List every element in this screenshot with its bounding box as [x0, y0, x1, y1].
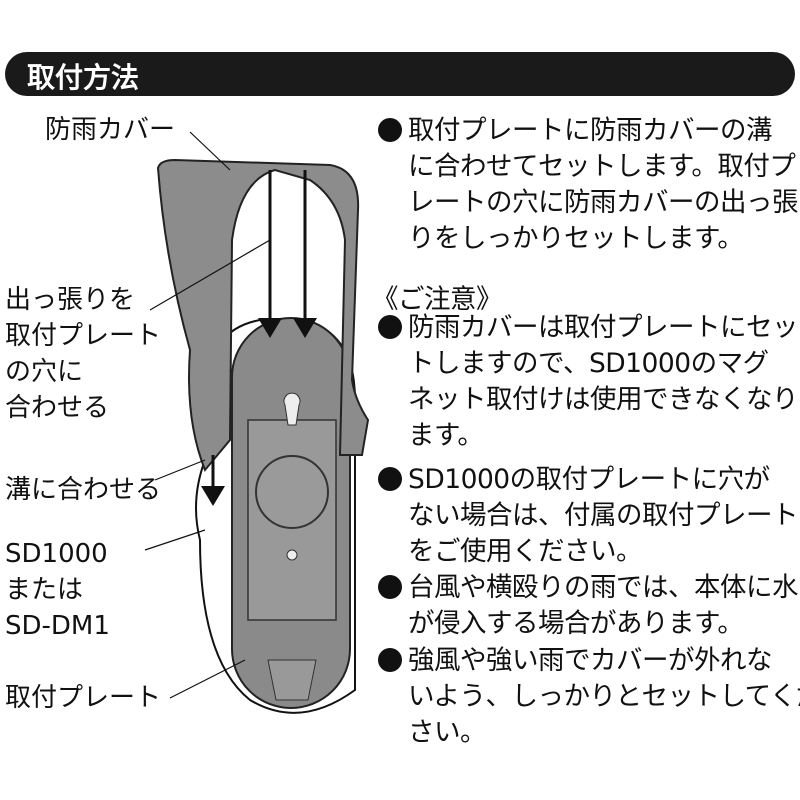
text-line: に合わせてセットします。取付プ [408, 151, 796, 182]
text-line: SD1000の取付プレートに穴が [408, 464, 770, 495]
text-line: レートの穴に防雨カバーの出っ張 [408, 187, 799, 218]
bullet-icon [378, 575, 402, 599]
label-device: SD1000 または SD-DM1 [5, 536, 110, 644]
section-header: 取付方法 [5, 52, 795, 96]
label-line: SD-DM1 [5, 611, 110, 641]
text-line: 台風や横殴りの雨では、本体に水 [408, 572, 799, 603]
label-plate: 取付プレート [5, 683, 162, 713]
label-line: 出っ張りを [5, 285, 136, 315]
bullet-icon [378, 467, 402, 491]
text-line: 強風や強い雨でカバーが外れな [408, 645, 773, 676]
caution-2: SD1000の取付プレートに穴が ない場合は、付属の取付プレート をご使用くださ… [378, 462, 799, 570]
text-line: いよう、しっかりとセットしてくだ [408, 681, 800, 712]
label-line: の穴に [5, 357, 84, 387]
instruction-main: 取付プレートに防雨カバーの溝 に合わせてセットします。取付プ レートの穴に防雨カ… [378, 113, 799, 257]
caution-3: 台風や横殴りの雨では、本体に水 が侵入する場合があります。 [378, 570, 799, 642]
bullet-icon [378, 315, 402, 339]
bullet-icon [378, 648, 402, 672]
text-line: ます。 [408, 420, 484, 451]
rain-cover [156, 158, 370, 472]
text-line: ない場合は、付属の取付プレート [408, 500, 799, 531]
text-line: トしますので、SD1000のマグ [408, 348, 769, 379]
text-line: が侵入する場合があります。 [408, 608, 744, 639]
bullet-icon [378, 118, 402, 142]
label-line: SD1000 [5, 539, 108, 569]
label-line: 取付プレート [5, 321, 162, 351]
caution-title: 《ご注意》 [372, 284, 503, 315]
caution-4: 強風や強い雨でカバーが外れな いよう、しっかりとセットしてくだ さい。 [378, 643, 800, 751]
text-line: 取付プレートに防雨カバーの溝 [408, 115, 773, 146]
label-line: または [5, 575, 84, 605]
text-line: 防雨カバーは取付プレートにセッ [408, 312, 799, 343]
label-protrusion: 出っ張りを 取付プレート の穴に 合わせる [5, 282, 161, 426]
label-groove: 溝に合わせる [5, 475, 162, 505]
section-title: 取付方法 [27, 61, 140, 94]
text-line: さい。 [408, 717, 486, 748]
text-line: りをしっかりセットします。 [408, 223, 744, 254]
label-line: 合わせる [5, 393, 110, 423]
plate-circle [255, 455, 329, 529]
text-line: をご使用ください。 [408, 536, 643, 567]
label-rain-cover: 防雨カバー [45, 115, 176, 145]
caution-1: 防雨カバーは取付プレートにセッ トしますので、SD1000のマグ ネット取付けは… [378, 310, 799, 454]
text-line: ネット取付けは使用できなくなり [408, 384, 799, 415]
